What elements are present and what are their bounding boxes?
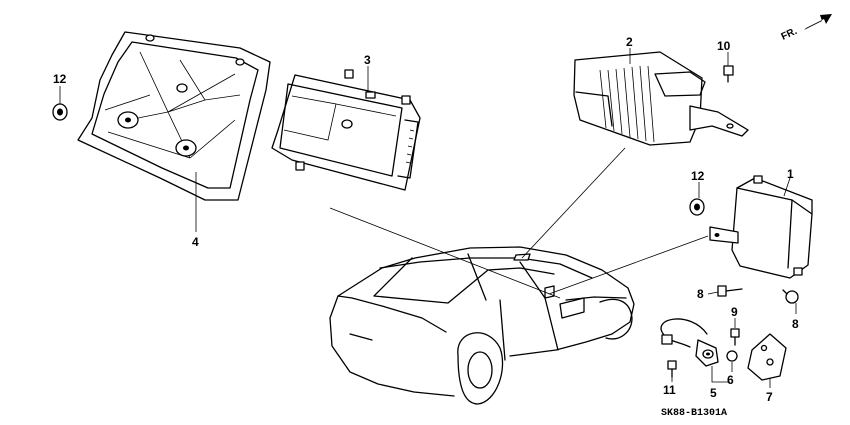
callout-8-left: 8 <box>697 287 704 301</box>
callout-12-left: 12 <box>53 72 67 86</box>
callout-2: 2 <box>626 35 633 49</box>
front-arrow-icon <box>804 14 832 30</box>
callout-7: 7 <box>766 390 773 404</box>
part-bolt-8-left <box>717 285 743 297</box>
part-nut-left <box>52 103 68 121</box>
front-label: FR. <box>780 26 799 43</box>
diagram-code: SK88-B1301A <box>661 408 727 419</box>
front-direction-indicator: FR. <box>780 14 832 43</box>
callout-12-right: 12 <box>691 169 705 183</box>
part-sensor-harness <box>660 318 719 367</box>
vehicle-outline <box>329 246 635 405</box>
callout-8-right: 8 <box>792 317 799 331</box>
callout-3: 3 <box>364 53 371 67</box>
callout-4: 4 <box>192 235 199 249</box>
callout-6: 6 <box>727 373 734 387</box>
callout-5: 5 <box>710 386 717 400</box>
callout-10: 10 <box>717 39 731 53</box>
part-nut-right <box>689 198 705 216</box>
part-mounting-bracket <box>747 333 787 381</box>
callout-labels: 1 2 3 4 5 6 7 8 8 9 10 11 12 12 <box>53 35 799 404</box>
part-bolt-10 <box>723 65 734 83</box>
part-cover-bracket <box>77 31 271 201</box>
leader-lines <box>59 48 797 388</box>
part-bolt-9 <box>730 328 740 346</box>
callout-11: 11 <box>663 383 676 397</box>
part-finned-control-module <box>573 51 749 146</box>
part-nut-6 <box>726 350 738 362</box>
part-screw-11 <box>667 360 677 378</box>
callout-9: 9 <box>731 305 738 319</box>
part-control-box <box>709 175 813 279</box>
callout-1: 1 <box>787 167 794 181</box>
part-bolt-8-right <box>782 289 799 304</box>
part-control-unit-housing <box>271 69 421 191</box>
